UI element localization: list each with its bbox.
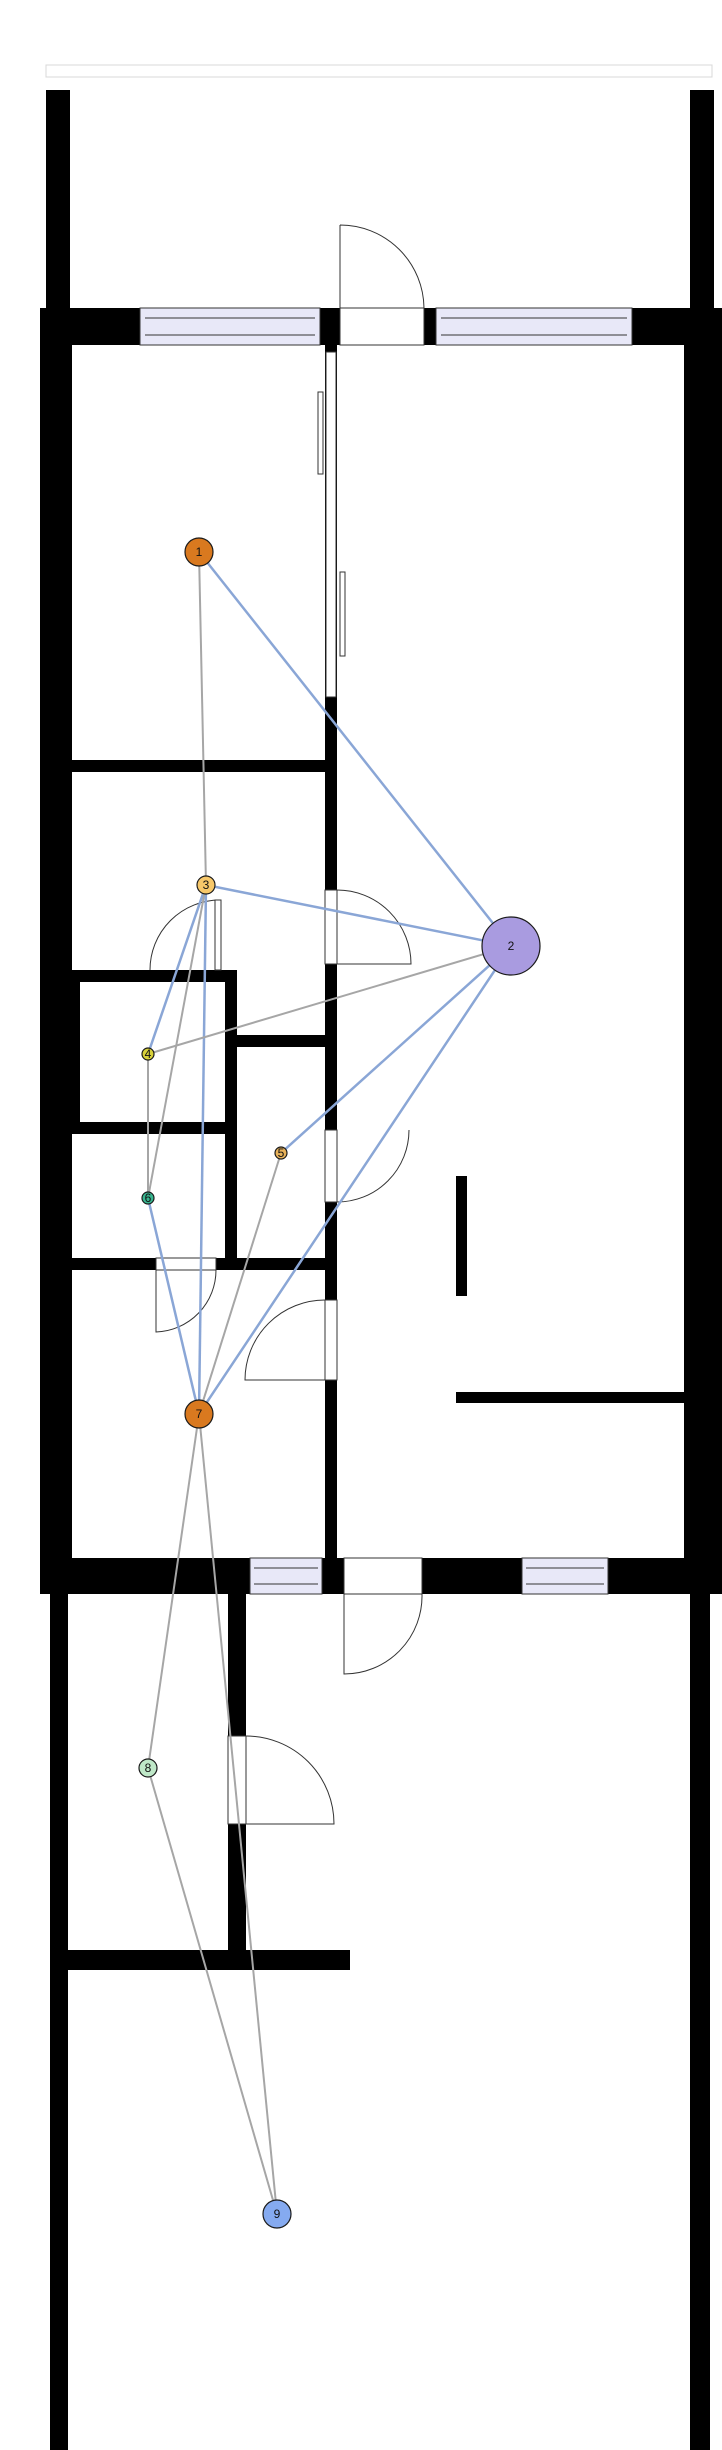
node-1: 1 — [184, 537, 214, 567]
door-hall — [324, 1299, 338, 1381]
window-bottom-right — [521, 1557, 609, 1595]
edge-3-6 — [147, 884, 207, 1199]
node-6: 6 — [141, 1191, 155, 1205]
node-label-9: 9 — [274, 2207, 281, 2221]
wall-closet-right — [225, 970, 237, 1260]
node-circle-4 — [141, 1047, 155, 1061]
node-circle-5 — [274, 1146, 288, 1160]
wall-right-horizontal — [456, 1392, 690, 1403]
window-top-left — [139, 307, 321, 346]
graph-nodes: 1 2 3 4 5 6 7 8 9 — [138, 537, 541, 2229]
edge-5-2 — [280, 945, 512, 1154]
node-3: 3 — [196, 875, 216, 895]
edge-3-7 — [197, 884, 208, 1415]
edge-5-7 — [198, 1152, 282, 1415]
wall-room1-bottom — [72, 760, 327, 772]
node-2: 2 — [481, 916, 541, 976]
wall-right-main — [684, 308, 722, 1586]
wall-closet-left — [72, 980, 80, 1130]
window-top-right — [435, 307, 633, 346]
wall-right-short-vertical — [456, 1176, 467, 1296]
node-circle-8 — [138, 1758, 158, 1778]
wall-left-top — [46, 90, 70, 310]
node-4: 4 — [141, 1047, 155, 1061]
wall-bottom-horizontal — [50, 1950, 350, 1970]
window-bottom-left — [249, 1557, 323, 1595]
door-room3 — [324, 889, 338, 965]
wall-closet-top — [72, 970, 237, 982]
wall-closet-mid — [72, 1122, 237, 1134]
edge-3-2 — [205, 883, 512, 948]
door-top-entrance — [339, 307, 425, 346]
node-8: 8 — [138, 1758, 158, 1778]
node-9: 9 — [262, 2199, 292, 2229]
edge-7-9 — [198, 1413, 278, 2215]
door-sliding — [325, 351, 337, 698]
top-bar — [45, 64, 713, 78]
node-label-4: 4 — [145, 1047, 152, 1061]
graph-edges — [146, 551, 513, 2215]
edge-3-4 — [146, 884, 208, 1055]
door-room5 — [324, 1129, 338, 1203]
node-label-1: 1 — [196, 545, 203, 559]
edge-1-2 — [198, 551, 512, 947]
door-room3-left — [149, 899, 221, 971]
node-label-8: 8 — [145, 1761, 152, 1775]
edge-1-3 — [198, 551, 207, 886]
node-label-2: 2 — [508, 939, 515, 953]
wall-small-room-top — [237, 1035, 327, 1047]
node-circle-6 — [141, 1191, 155, 1205]
node-7: 7 — [184, 1399, 214, 1429]
node-5: 5 — [274, 1146, 288, 1160]
windows — [139, 307, 633, 1595]
node-label-5: 5 — [278, 1146, 285, 1160]
node-circle-2 — [481, 916, 541, 976]
wall-left-bottom — [50, 1580, 68, 2450]
wall-right-bottom — [690, 1580, 710, 2450]
node-circle-9 — [262, 2199, 292, 2229]
wall-left-main — [40, 308, 72, 1586]
wall-right-top — [690, 90, 714, 310]
node-circle-7 — [184, 1399, 214, 1429]
node-label-7: 7 — [196, 1407, 203, 1421]
node-label-3: 3 — [203, 878, 210, 892]
edge-4-2 — [147, 945, 512, 1055]
walls — [40, 90, 722, 2450]
edge-7-2 — [197, 945, 513, 1415]
node-circle-1 — [184, 537, 214, 567]
edge-7-8 — [147, 1413, 200, 1769]
node-label-6: 6 — [145, 1191, 152, 1205]
door-bottom-entrance — [343, 1557, 423, 1595]
edge-6-7 — [146, 1197, 201, 1415]
edge-8-9 — [147, 1767, 278, 2215]
node-circle-3 — [196, 875, 216, 895]
